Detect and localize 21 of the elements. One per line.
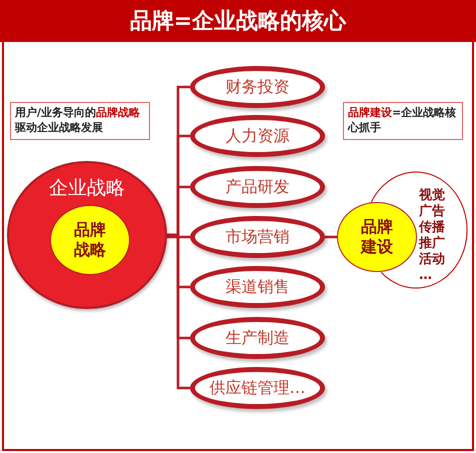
core-circle: 品牌建设 [337, 202, 417, 272]
department-ellipse: 人力资源 [190, 115, 325, 157]
department-ellipse: 财务投资 [190, 66, 325, 108]
department-ellipse: 渠道销售 [190, 266, 325, 308]
activity-item: 传播 [419, 220, 446, 236]
circle-title: 企业战略 [48, 176, 126, 201]
connector-line [167, 236, 190, 238]
department-ellipse: 产品研发 [190, 166, 325, 208]
connector-line [325, 236, 337, 238]
activity-item: 活动 [419, 252, 446, 268]
note-box: 品牌建设=企业战略核心抓手 [343, 102, 463, 140]
activity-item: 推广 [419, 236, 446, 252]
activity-item: 广告 [419, 204, 446, 220]
note-box: 用户/业务导向的品牌战略驱动企业战略发展 [10, 102, 150, 140]
department-ellipse: 市场营销 [190, 216, 325, 258]
activity-item: 视觉 [419, 188, 446, 204]
title-banner: 品牌=企业战略的核心 [0, 0, 476, 42]
activity-item: … [419, 268, 433, 284]
core-circle: 品牌战略 [50, 205, 130, 275]
department-ellipse: 生产制造 [190, 317, 325, 359]
department-ellipse: 供应链管理… [190, 367, 325, 409]
